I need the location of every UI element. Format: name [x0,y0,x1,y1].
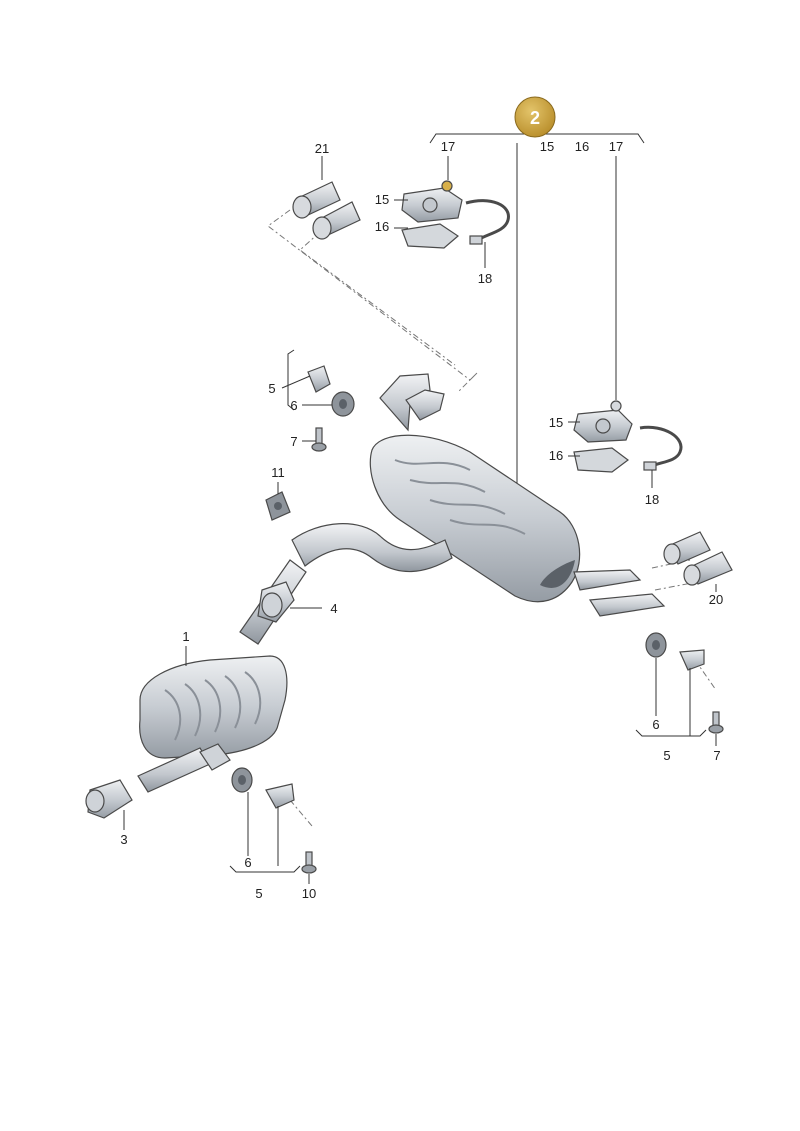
front-silencer[interactable] [137,655,288,793]
callout-6-bottom: 6 [244,855,251,870]
callout-15-top: 15 [540,139,554,154]
mount-right[interactable] [645,632,724,734]
group-badge[interactable]: 2 [514,96,556,138]
tailpipe-tip-pair-top[interactable] [292,181,361,240]
callout-15-right: 15 [549,415,563,430]
callout-7-right: 7 [713,748,720,763]
callout-5-left: 5 [268,381,275,396]
rear-silencer[interactable] [369,373,666,617]
callout-17-top: 17 [441,139,455,154]
callout-4: 4 [330,601,337,616]
group-badge-label: 2 [530,108,540,128]
callout-3: 3 [120,832,127,847]
flap-actuator-right[interactable] [573,400,683,473]
callout-6-left: 6 [290,398,297,413]
clamp-4[interactable] [257,581,295,623]
callout-17-top-right: 17 [609,139,623,154]
mount-bottom[interactable] [231,767,317,874]
callout-16-top: 16 [575,139,589,154]
callout-16-right: 16 [549,448,563,463]
callout-1: 1 [182,629,189,644]
callout-5-bottom: 5 [255,886,262,901]
flap-actuator-top[interactable] [401,180,510,249]
callout-18-top: 18 [478,271,492,286]
callout-20: 20 [709,592,723,607]
rubber-hanger-11[interactable] [265,491,291,521]
callout-15-left: 15 [375,192,389,207]
callout-10: 10 [302,886,316,901]
mount-left[interactable] [307,365,355,452]
clamp-3[interactable] [85,779,133,819]
callout-5-right: 5 [663,748,670,763]
callout-18-right: 18 [645,492,659,507]
callout-6-right: 6 [652,717,659,732]
leader-lines [123,156,717,884]
callout-7-left: 7 [290,434,297,449]
callout-11: 11 [271,465,285,480]
callout-16-left: 16 [375,219,389,234]
tailpipe-tip-pair-right[interactable] [663,531,733,586]
intermediate-pipe[interactable] [239,523,453,645]
callout-labels: 17 15 16 17 21 15 16 18 5 6 7 11 15 16 1… [120,139,723,901]
callout-21: 21 [315,141,329,156]
